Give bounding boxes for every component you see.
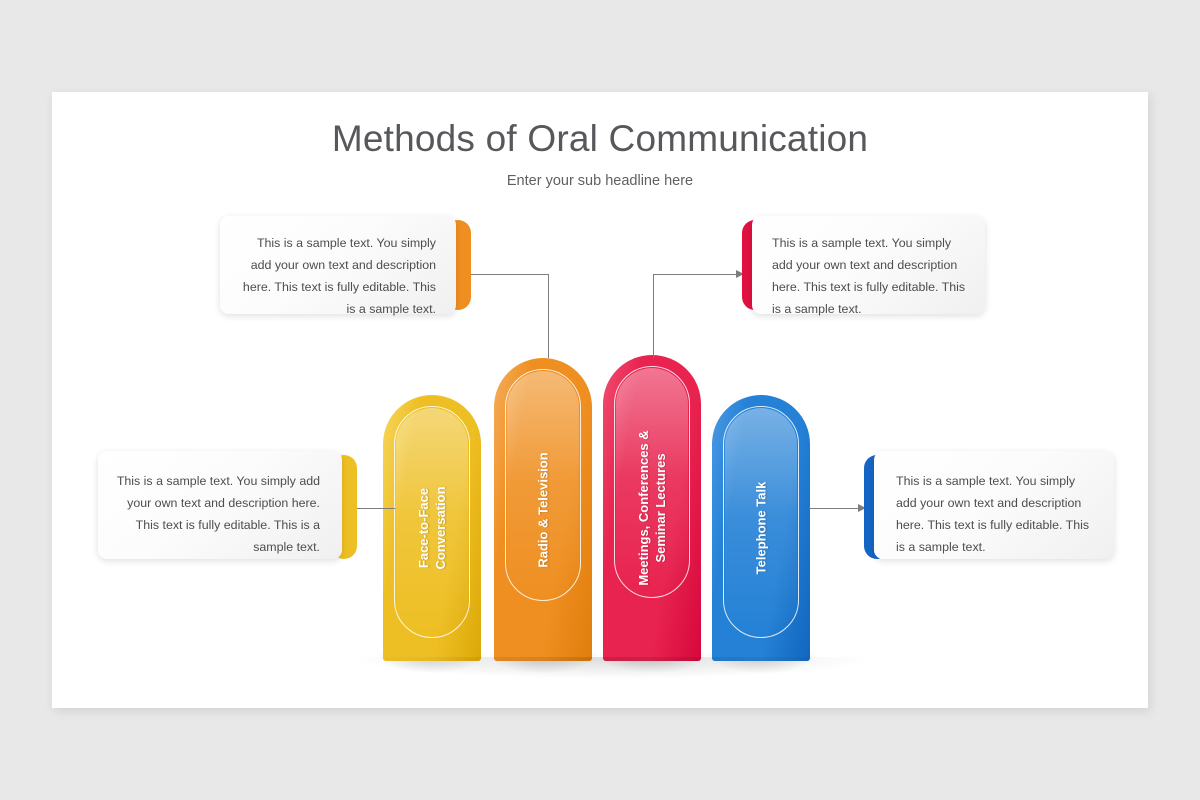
card-text: This is a sample text. You simply add yo…	[116, 474, 320, 554]
card-bottom-left[interactable]: This is a sample text. You simply add yo…	[98, 451, 342, 559]
arrow-head-right-icon	[736, 270, 744, 278]
pillar-label-line-1: Meetings, Conferences &	[636, 430, 651, 586]
pillar-inner-outline	[723, 406, 799, 638]
pillar-label: Meetings, Conferences & Seminar Lectures	[635, 430, 669, 585]
connector-vertical	[548, 275, 550, 358]
pillar-telephone-talk[interactable]: Telephone Talk	[706, 395, 816, 673]
pillar-inner-outline	[394, 406, 470, 638]
connector-horizontal	[653, 274, 737, 276]
pillar-label-line-1: Telephone Talk	[753, 481, 769, 575]
pillar-meetings-conferences[interactable]: Meetings, Conferences & Seminar Lectures	[597, 355, 707, 673]
connector-horizontal	[466, 274, 549, 276]
card-text: This is a sample text. You simply add yo…	[896, 474, 1090, 554]
connector-horizontal	[343, 508, 395, 510]
pillar-label-line-1: Radio & Television	[535, 451, 551, 568]
pillar-label-line-1: Face-to-Face	[416, 487, 431, 569]
pillar-label-line-2: Seminar Lectures	[653, 453, 668, 563]
connector-horizontal	[809, 508, 859, 510]
card-text: This is a sample text. You simply add yo…	[242, 236, 436, 316]
card-top-left[interactable]: This is a sample text. You simply add yo…	[220, 216, 456, 316]
pillar-label: Telephone Talk	[753, 482, 770, 575]
pillar-label: Radio & Television	[535, 452, 552, 567]
page-title: Methods of Oral Communication	[331, 118, 869, 159]
card-text: This is a sample text. You simply add yo…	[772, 236, 966, 316]
pillar-inner-outline	[505, 369, 581, 601]
arrow-head-right-icon	[858, 504, 866, 512]
card-bottom-right[interactable]: This is a sample text. You simply add yo…	[874, 451, 1114, 559]
pillar-radio-television[interactable]: Radio & Television	[488, 358, 598, 673]
pillar-inner-outline	[614, 366, 690, 598]
pillar-label: Face-to-Face Conversation	[415, 486, 449, 569]
pillar-label-line-2: Conversation	[433, 486, 448, 570]
slide-canvas: Methods of Oral Communication Enter your…	[52, 92, 1148, 708]
floor-shadow	[352, 657, 872, 679]
page-subtitle: Enter your sub headline here	[506, 173, 694, 189]
pillar-face-to-face[interactable]: Face-to-Face Conversation	[377, 395, 487, 673]
connector-vertical	[653, 275, 655, 358]
card-top-right[interactable]: This is a sample text. You simply add yo…	[752, 216, 985, 316]
